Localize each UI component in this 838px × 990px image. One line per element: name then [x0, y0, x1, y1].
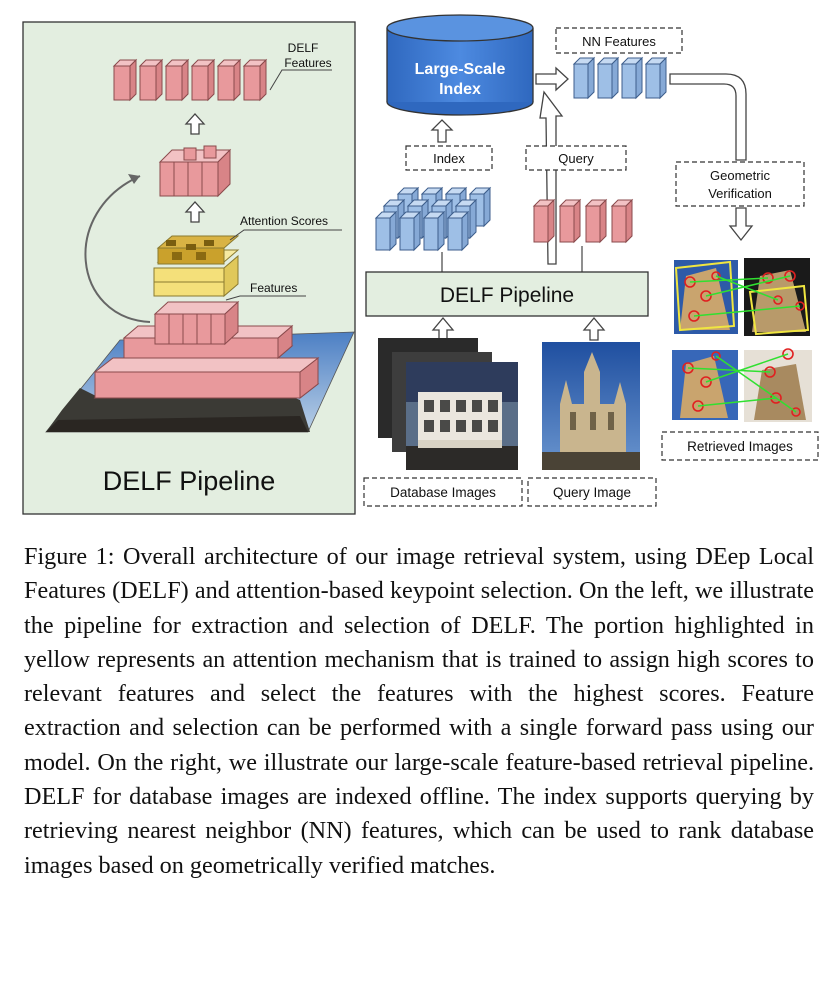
- query-features-columns: [532, 198, 634, 244]
- figure-caption: Figure 1: Overall architecture of our im…: [24, 543, 814, 879]
- database-images-stack: [378, 338, 518, 470]
- skip-arrow-head: [128, 174, 140, 184]
- query-label: Query: [558, 151, 594, 166]
- index-label: Index: [433, 151, 465, 166]
- delf-pipeline-label: DELF Pipeline: [440, 284, 574, 307]
- geometric-verification-line1: Geometric: [710, 168, 770, 183]
- nn-to-verification-arrow: [669, 73, 747, 161]
- up-arrow-icon: [184, 201, 206, 223]
- database-features-stack: [374, 186, 492, 252]
- attention-scores-block: [153, 235, 240, 298]
- delf-pipeline-box: [365, 271, 649, 317]
- features-pyramid: [93, 300, 320, 400]
- up-arrow-icon: [184, 113, 206, 135]
- database-images-label: Database Images: [390, 485, 496, 500]
- down-arrow-icon: [728, 207, 754, 242]
- retrieved-images-box: [661, 431, 819, 461]
- query-to-index-arrow: [539, 90, 564, 265]
- up-arrow-icon: [431, 316, 455, 341]
- retrieved-images-label: Retrieved Images: [687, 439, 793, 454]
- index-to-nn-arrow: [535, 66, 569, 92]
- callout-lines: [225, 69, 342, 301]
- nn-features-label: NN Features: [582, 34, 656, 49]
- delf-features-columns: [112, 58, 268, 102]
- right-panel: Large-Scale Index NN Features Geometric …: [363, 14, 819, 507]
- features-label: Features: [250, 281, 297, 295]
- database-images-box: [363, 477, 523, 507]
- query-image-label: Query Image: [553, 485, 631, 500]
- geometric-verification-line2: Verification: [708, 186, 772, 201]
- delf-features-label-line1: DELF: [288, 41, 319, 55]
- index-box: [405, 145, 493, 171]
- up-arrow-icon: [582, 316, 606, 341]
- geometric-verification-box: [675, 161, 805, 207]
- left-panel: DELF Features Attention Scores Features …: [22, 21, 356, 515]
- query-image-box: [527, 477, 657, 507]
- index-label-line1: Large-Scale: [415, 61, 506, 78]
- delf-features-label-line2: Features: [284, 56, 331, 70]
- query-box: [525, 145, 627, 171]
- index-label-line2: Index: [439, 81, 481, 98]
- nn-features-columns: [572, 56, 668, 100]
- nn-features-box: [555, 27, 683, 54]
- skip-connection-arrow: [84, 175, 151, 323]
- large-scale-index-cylinder: Large-Scale Index: [386, 14, 534, 116]
- attention-scores-label: Attention Scores: [240, 214, 328, 228]
- retrieved-images-grid: [672, 258, 812, 422]
- left-panel-title: DELF Pipeline: [103, 466, 276, 496]
- selected-features-block: [158, 145, 232, 198]
- query-image: [542, 342, 640, 470]
- up-arrow-icon: [430, 119, 454, 143]
- figure-diagram: DELF Features Attention Scores Features …: [22, 14, 819, 515]
